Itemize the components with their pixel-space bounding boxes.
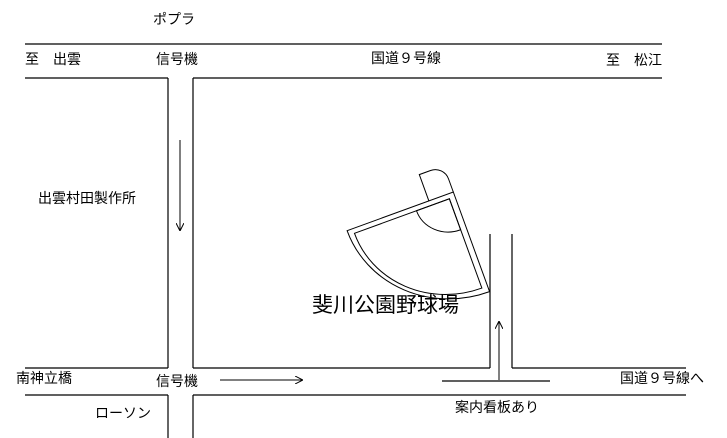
stadium-label: 斐川公園野球場 — [312, 293, 459, 317]
stadium-inner-outline — [353, 198, 483, 295]
lawson-label: ローソン — [95, 406, 151, 422]
national-route-label: 国道９号線 — [371, 51, 441, 67]
route9-to-label: 国道９号線へ — [620, 371, 704, 387]
to-izumo-label: 至 出雲 — [25, 52, 81, 68]
baseball-stadium-icon — [346, 169, 491, 300]
to-matsue-label: 至 松江 — [606, 53, 662, 69]
murata-label: 出雲村田製作所 — [38, 191, 136, 207]
nanjin-bridge-label: 南神立橋 — [16, 371, 72, 387]
signal-top-label: 信号機 — [156, 52, 198, 68]
stadium-stand — [418, 169, 454, 202]
stadium-outer-outline — [346, 191, 491, 300]
road-network — [25, 43, 686, 438]
stadium-infield — [415, 198, 462, 233]
guide-sign-label: 案内看板あり — [455, 400, 539, 416]
poplar-label: ポプラ — [153, 12, 195, 28]
signal-bottom-label: 信号機 — [156, 374, 198, 390]
